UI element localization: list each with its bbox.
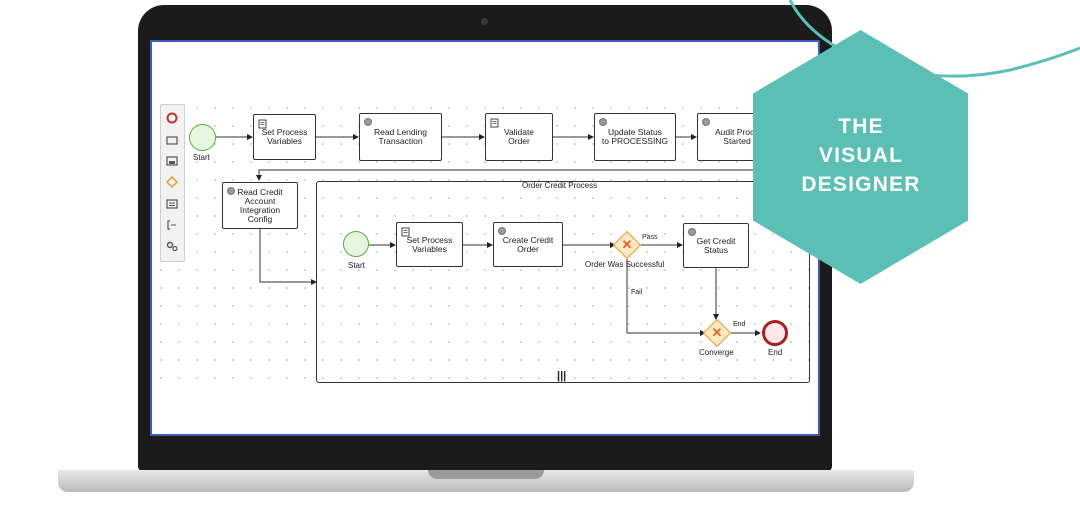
settings-icon[interactable] <box>165 239 179 253</box>
sub-task-set-process-variables[interactable]: Set Process Variables <box>396 222 463 267</box>
designer-screen: Start Set Process Variables Read Lending… <box>150 40 820 436</box>
end-event-label: End <box>768 348 783 357</box>
gateway-icon[interactable] <box>165 175 179 189</box>
script-task-icon <box>490 118 499 128</box>
subprocess-title: Order Credit Process <box>522 181 598 190</box>
task-update-status[interactable]: Update Status to PROCESSING <box>594 113 676 161</box>
camera-icon <box>481 18 488 25</box>
subprocess-icon[interactable] <box>165 154 179 168</box>
subprocess-marker: ||| <box>557 370 567 382</box>
pass-flow-label: Pass <box>642 234 658 241</box>
banner-line-2: VISUAL <box>818 144 904 167</box>
start-event-icon[interactable] <box>165 111 179 125</box>
sub-start-event[interactable] <box>343 231 369 257</box>
service-task-icon <box>688 228 696 236</box>
task-icon[interactable] <box>165 133 179 147</box>
fail-flow-label: Fail <box>631 289 643 296</box>
service-task-icon <box>498 227 506 235</box>
visual-designer-banner: THE VISUAL DESIGNER <box>770 112 952 199</box>
script-task-icon <box>258 119 267 129</box>
task-validate-order[interactable]: Validate Order <box>485 113 553 161</box>
sub-task-get-credit-status[interactable]: Get Credit Status <box>683 223 749 268</box>
banner-line-1: THE <box>838 115 884 138</box>
converge-label: Converge <box>699 348 734 357</box>
script-task-icon <box>401 227 410 237</box>
service-task-icon <box>599 118 607 126</box>
laptop-base <box>58 470 914 492</box>
gateway-x-icon: ✕ <box>621 237 633 252</box>
subprocess-order-credit[interactable] <box>316 181 810 383</box>
end-event[interactable] <box>762 320 788 346</box>
annotation-icon[interactable] <box>165 218 179 232</box>
sub-start-label: Start <box>348 261 365 270</box>
data-object-icon[interactable] <box>165 197 179 211</box>
shape-palette <box>160 104 185 262</box>
start-event-label: Start <box>193 153 210 162</box>
task-set-process-variables[interactable]: Set Process Variables <box>253 114 316 160</box>
gateway-x-icon: ✕ <box>711 325 723 340</box>
start-event[interactable] <box>189 124 216 151</box>
gateway-label: Order Was Successful <box>585 260 665 269</box>
service-task-icon <box>702 118 710 126</box>
service-task-icon <box>364 118 372 126</box>
banner-line-3: DESIGNER <box>801 173 921 196</box>
sub-task-create-credit-order[interactable]: Create Credit Order <box>493 222 563 267</box>
task-read-lending-transaction[interactable]: Read Lending Transaction <box>359 113 442 161</box>
end-flow-label: End <box>733 321 746 328</box>
laptop-notch <box>428 470 544 479</box>
service-task-icon <box>227 187 235 195</box>
task-read-credit-config[interactable]: Read Credit Account Integration Config <box>222 182 298 229</box>
